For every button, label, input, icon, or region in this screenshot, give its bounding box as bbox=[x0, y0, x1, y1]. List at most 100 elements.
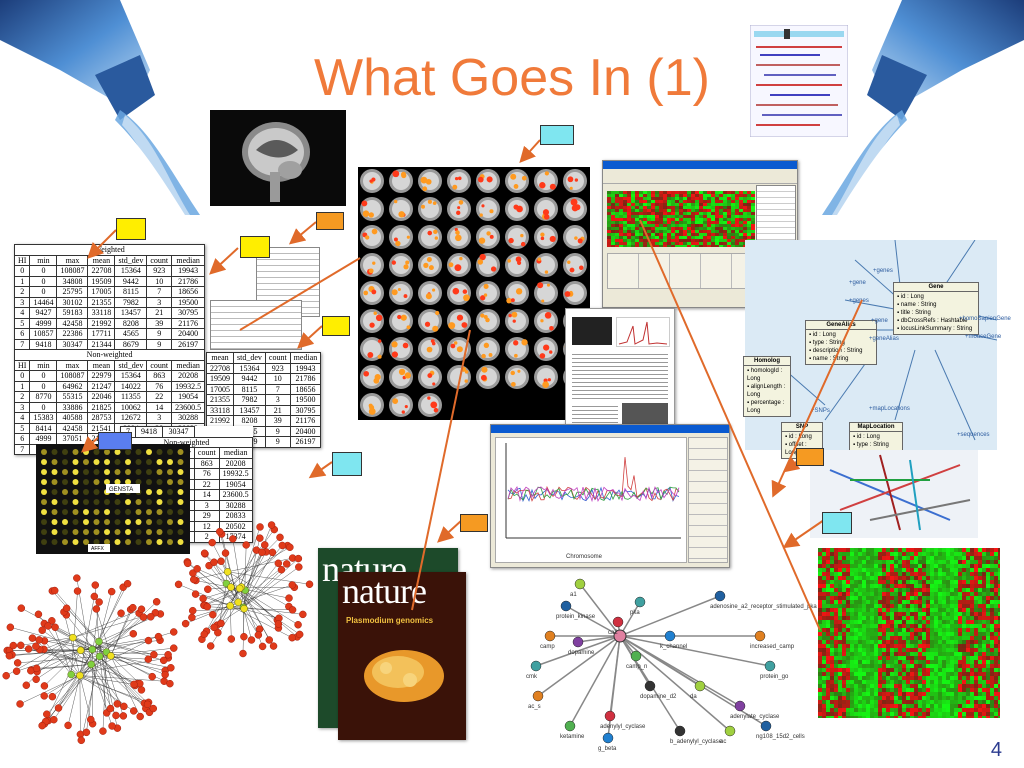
uml-class-gene-alias: GeneAlias ▪ id : Long▪ type : String▪ de… bbox=[805, 320, 877, 365]
water-bottle-left-image bbox=[0, 0, 200, 215]
pathway-node-label: adenosine_a2_receptor_stimulated_pka bbox=[710, 604, 817, 610]
svg-text:GENSTA: GENSTA bbox=[109, 487, 133, 493]
table-header-cell: median bbox=[171, 359, 206, 371]
nature-cover-front: nature Plasmodium genomics bbox=[338, 571, 466, 740]
pathway-node-label: dopamine_d2 bbox=[640, 694, 677, 700]
callout-marker-blue bbox=[98, 432, 132, 450]
table-header-cell: std_dev bbox=[233, 352, 266, 364]
table-header-cell: min bbox=[29, 359, 58, 371]
callout-marker-cyan bbox=[540, 125, 574, 145]
table-header-cell: count bbox=[264, 352, 291, 364]
protein-interaction-network bbox=[2, 521, 314, 745]
slide-title: What Goes In (1) bbox=[314, 49, 710, 107]
pathway-node-label: protein_kinase bbox=[556, 614, 596, 620]
uml-class-gene: Gene ▪ id : Long▪ name : String▪ title :… bbox=[893, 282, 979, 335]
fmri-slice-grid bbox=[358, 167, 590, 420]
table-header-cell: max bbox=[56, 254, 89, 266]
pathway-node-label: ac_s bbox=[528, 704, 541, 710]
callout-marker-yellow bbox=[116, 218, 146, 240]
table-caption-nonweighted: Non-weighted bbox=[13, 349, 206, 361]
water-bottle-right-image bbox=[822, 0, 1024, 215]
genome-browser-thumbnail bbox=[750, 25, 848, 137]
pathway-node bbox=[664, 630, 676, 642]
uml-class-map-location: MapLocation ▪ id : Long▪ type : String bbox=[849, 422, 903, 451]
uml-class-homolog: HomoIog ▪ homologId : Long▪ alignLength … bbox=[743, 356, 791, 417]
table-header-cell: HI bbox=[13, 359, 31, 371]
pathway-node bbox=[544, 630, 556, 642]
pathway-node-label: g_beta bbox=[598, 746, 617, 752]
pathway-node bbox=[602, 732, 614, 744]
callout-marker-yellow bbox=[240, 236, 270, 258]
pathway-node bbox=[754, 630, 766, 642]
table-header-cell: median bbox=[171, 254, 206, 266]
pathway-node bbox=[724, 725, 736, 737]
pathway-node bbox=[634, 596, 646, 608]
pathway-node-label: a1 bbox=[570, 592, 577, 598]
table-header-cell: count bbox=[193, 447, 220, 459]
pathway-node-label: ca2 bbox=[608, 630, 618, 636]
signaling-pathway-graph: a1protein_kinasecampcmkdopamineca2camp_n… bbox=[526, 578, 817, 752]
callout-marker-orange bbox=[316, 212, 344, 230]
pathway-node-label: b_adenylyl_cyclase bbox=[670, 739, 723, 745]
pathway-node-label: pka bbox=[630, 610, 640, 616]
pathway-node bbox=[574, 578, 586, 590]
pathway-node-label: ac bbox=[720, 739, 726, 745]
pathway-node-label: ketamine bbox=[560, 734, 585, 740]
pathway-node-label: camp_n bbox=[626, 664, 647, 670]
callout-marker-cyan bbox=[332, 452, 362, 476]
table-header-cell: count bbox=[146, 359, 173, 371]
pathway-node bbox=[644, 680, 656, 692]
pathway-node bbox=[530, 660, 542, 672]
table-header-cell: min bbox=[29, 254, 58, 266]
table-header-cell: median bbox=[289, 352, 322, 364]
callout-marker-orange bbox=[796, 448, 824, 466]
pathway-node-label: da bbox=[690, 694, 697, 700]
pathway-node-label: k_channel bbox=[660, 644, 687, 650]
svg-text:AFFX: AFFX bbox=[91, 546, 104, 552]
table-header-cell: mean bbox=[87, 359, 116, 371]
callout-marker-cyan bbox=[822, 512, 852, 534]
mri-brain-image bbox=[210, 110, 346, 206]
pathway-node bbox=[612, 616, 624, 628]
uml-class-diagram: Gene ▪ id : Long▪ name : String▪ title :… bbox=[743, 240, 1011, 459]
pathway-node bbox=[764, 660, 776, 672]
pathway-node bbox=[532, 690, 544, 702]
pathway-node bbox=[630, 650, 642, 662]
pathway-node bbox=[564, 720, 576, 732]
pathway-node-label: ng108_15d2_cells bbox=[756, 734, 805, 740]
table-caption-weighted: Weighted bbox=[13, 244, 206, 256]
pathway-node-label: adenylate_cyclase bbox=[730, 714, 780, 720]
pathway-node bbox=[572, 636, 584, 648]
pathway-node-label: dopamine bbox=[568, 650, 595, 656]
pathway-node bbox=[760, 720, 772, 732]
pathway-node-label: protein_go bbox=[760, 674, 789, 680]
heatmap-large bbox=[818, 548, 1000, 718]
table-thumbnail bbox=[210, 300, 302, 350]
page-number: 4 bbox=[990, 739, 1002, 761]
microarray-chip-image: GENSTA AFFX bbox=[36, 444, 190, 554]
pathway-node bbox=[604, 710, 616, 722]
table-header-cell: max bbox=[56, 359, 89, 371]
callout-marker-orange bbox=[460, 514, 488, 532]
table-header-cell: mean bbox=[206, 352, 234, 364]
pathway-node-label: cmk bbox=[526, 674, 538, 680]
heatmap-red-green bbox=[607, 191, 755, 247]
table-header-cell: std_dev bbox=[114, 254, 148, 266]
pathway-node bbox=[694, 680, 706, 692]
chromosome-plot-window: Chromosome bbox=[490, 424, 730, 568]
pathway-node bbox=[734, 700, 746, 712]
pathway-node bbox=[560, 600, 572, 612]
